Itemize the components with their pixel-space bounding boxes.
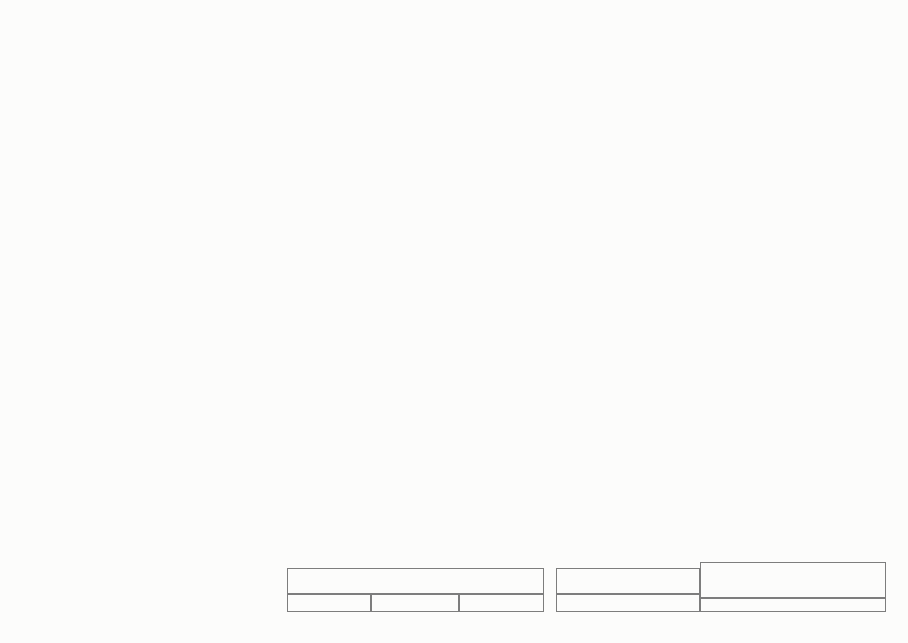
revisions-box <box>287 568 544 594</box>
brand-logo <box>557 569 699 593</box>
date-label <box>460 595 462 596</box>
project-box <box>700 562 886 598</box>
checked-box <box>371 594 459 612</box>
sheet-box <box>700 598 886 612</box>
drawn-label <box>288 595 370 596</box>
date-box <box>459 594 544 612</box>
brand-tagline <box>557 595 699 611</box>
checked-label <box>372 595 458 596</box>
tagline-box <box>556 594 700 612</box>
project-label <box>701 563 885 564</box>
brand-box <box>556 568 700 594</box>
drawn-box <box>287 594 371 612</box>
revisions-label <box>288 569 543 570</box>
